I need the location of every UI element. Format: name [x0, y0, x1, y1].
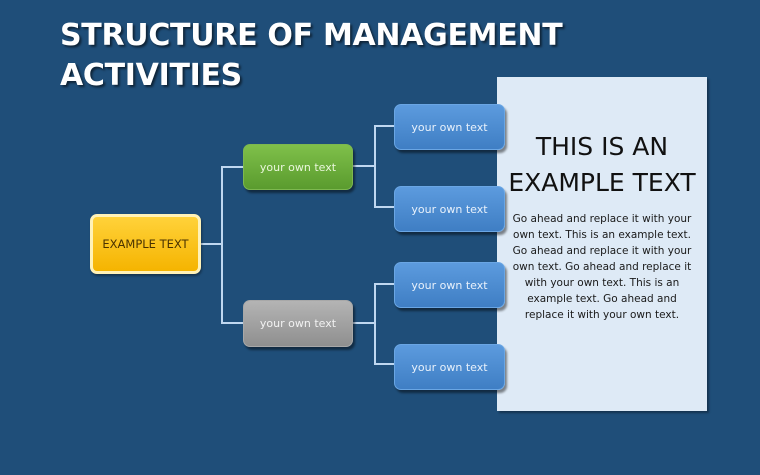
- branch-node-label: your own text: [259, 317, 337, 330]
- connector-root-stub: [201, 243, 223, 245]
- connector-to-leaf-1: [374, 125, 394, 127]
- panel-heading: THIS IS AN EXAMPLE TEXT: [508, 132, 696, 197]
- connector-root-trunk: [221, 166, 223, 324]
- connector-to-gray: [221, 322, 243, 324]
- leaf-node-3[interactable]: your own text: [394, 262, 505, 308]
- leaf-node-label: your own text: [411, 202, 488, 216]
- branch-node-gray[interactable]: your own text: [243, 300, 353, 347]
- connector-gray-trunk: [374, 283, 376, 365]
- leaf-node-label: your own text: [411, 120, 488, 134]
- connector-to-leaf-2: [374, 206, 394, 208]
- leaf-node-label: your own text: [411, 360, 488, 374]
- leaf-node-1[interactable]: your own text: [394, 104, 505, 150]
- leaf-node-4[interactable]: your own text: [394, 344, 505, 390]
- connector-gray-stub: [353, 322, 376, 324]
- leaf-node-2[interactable]: your own text: [394, 186, 505, 232]
- root-node[interactable]: EXAMPLE TEXT: [90, 214, 201, 274]
- connector-to-leaf-3: [374, 283, 394, 285]
- connector-green-trunk: [374, 125, 376, 208]
- connector-to-green: [221, 166, 243, 168]
- connector-to-leaf-4: [374, 363, 394, 365]
- leaf-node-label: your own text: [411, 278, 488, 292]
- slide-title: STRUCTURE OF MANAGEMENT ACTIVITIES: [60, 18, 563, 93]
- root-node-label: EXAMPLE TEXT: [102, 237, 189, 251]
- branch-node-label: your own text: [259, 160, 337, 174]
- example-text-panel: THIS IS AN EXAMPLE TEXT Go ahead and rep…: [497, 77, 707, 411]
- connector-green-stub: [353, 165, 376, 167]
- panel-body-text: Go ahead and replace it with your own te…: [512, 213, 692, 321]
- branch-node-green[interactable]: your own text: [243, 144, 353, 190]
